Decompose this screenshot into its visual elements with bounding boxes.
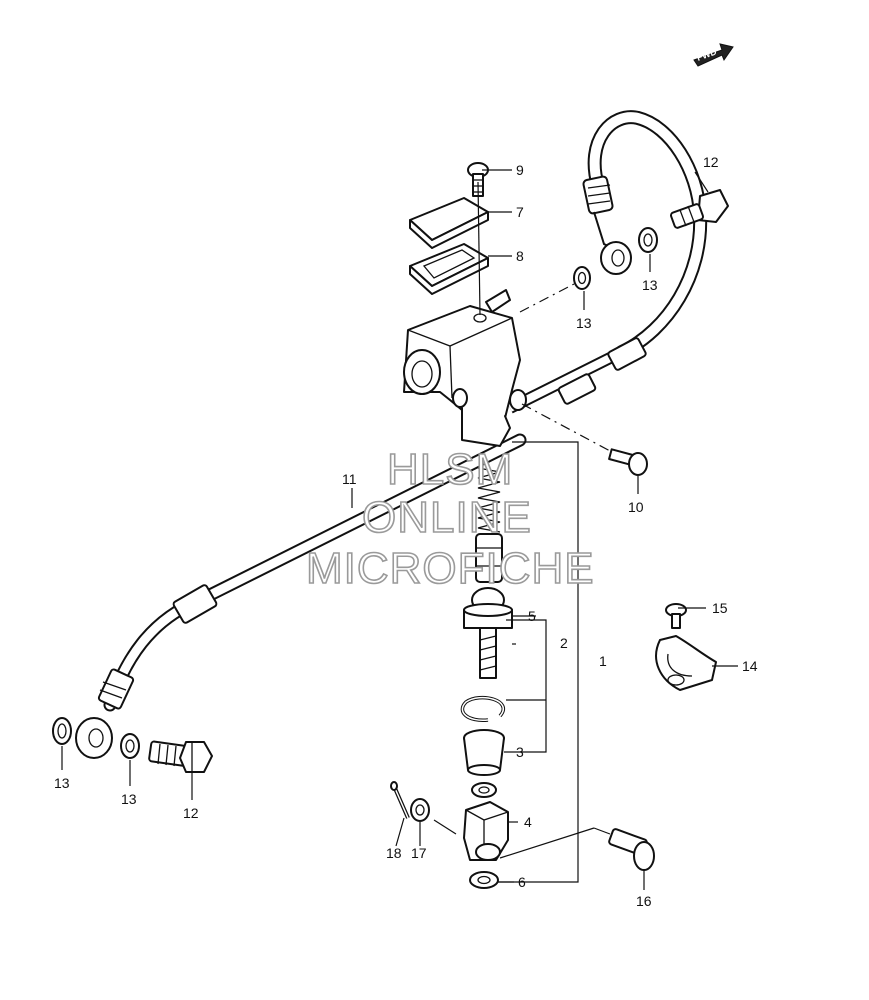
callout-3: 3: [516, 744, 524, 760]
callout-13-upper-mid: 13: [576, 315, 592, 331]
callout-10: 10: [628, 499, 644, 515]
watermark-line-2: ONLINE: [362, 493, 532, 542]
callout-7: 7: [516, 204, 524, 220]
cotter-pin: [390, 781, 410, 819]
banjo-bolt-lower: [148, 740, 213, 773]
push-rod: [463, 587, 513, 679]
callout-14: 14: [742, 658, 758, 674]
circlip: [460, 695, 505, 722]
callout-13-lower-mid: 13: [121, 791, 137, 807]
spring: [477, 467, 501, 533]
callout-6: 6: [518, 874, 526, 890]
nut-lower: [469, 871, 499, 889]
washer-lower-mid: [120, 733, 140, 759]
watermark-line-1: HLSM: [387, 445, 513, 494]
washer-17: [410, 798, 430, 822]
watermark: HLSM ONLINE MICROFICHE: [305, 444, 595, 594]
callouts: 1 2 3 4 5 6 7 8 9 10 11 12 12 13 13 13 1…: [54, 154, 758, 909]
washer-upper-right: [638, 227, 658, 253]
mounting-bolt: [608, 448, 648, 476]
callout-15: 15: [712, 600, 728, 616]
guide-screw: [665, 603, 687, 629]
watermark-line-3: MICROFICHE: [306, 544, 595, 593]
group-bracket-2: [504, 619, 547, 753]
callout-13-lower-left: 13: [54, 775, 70, 791]
callout-13-upper-right: 13: [642, 277, 658, 293]
callout-16: 16: [636, 893, 652, 909]
callout-17: 17: [411, 845, 427, 861]
callout-12-upper: 12: [703, 154, 719, 170]
clevis-pin: [608, 828, 655, 871]
reservoir-cap: [409, 197, 489, 249]
master-cylinder-body: [403, 289, 527, 447]
washer-lower-left: [52, 717, 72, 745]
group-bracket-1: [498, 441, 579, 883]
callout-1: 1: [599, 653, 607, 669]
callout-11: 11: [342, 471, 357, 487]
upper-hose: [507, 110, 708, 414]
callout-8: 8: [516, 248, 524, 264]
leader-lines: [61, 169, 738, 890]
piston-cup: [475, 533, 503, 583]
callout-4: 4: [524, 814, 532, 830]
diaphragm: [409, 243, 489, 295]
lower-hose: [75, 433, 527, 759]
banjo-bolt-upper: [670, 189, 729, 229]
callout-9: 9: [516, 162, 524, 178]
alignment-lines: [519, 283, 613, 453]
washer-upper-mid: [573, 266, 591, 290]
callout-5: 5: [528, 608, 536, 624]
hose-guide: [655, 635, 717, 691]
nut-upper: [471, 782, 497, 798]
boot: [463, 729, 505, 776]
callout-18: 18: [386, 845, 402, 861]
fwd-arrow-icon: FWD: [693, 43, 734, 67]
clevis-joint: [463, 801, 509, 861]
callout-2: 2: [560, 635, 568, 651]
callout-12-lower: 12: [183, 805, 199, 821]
